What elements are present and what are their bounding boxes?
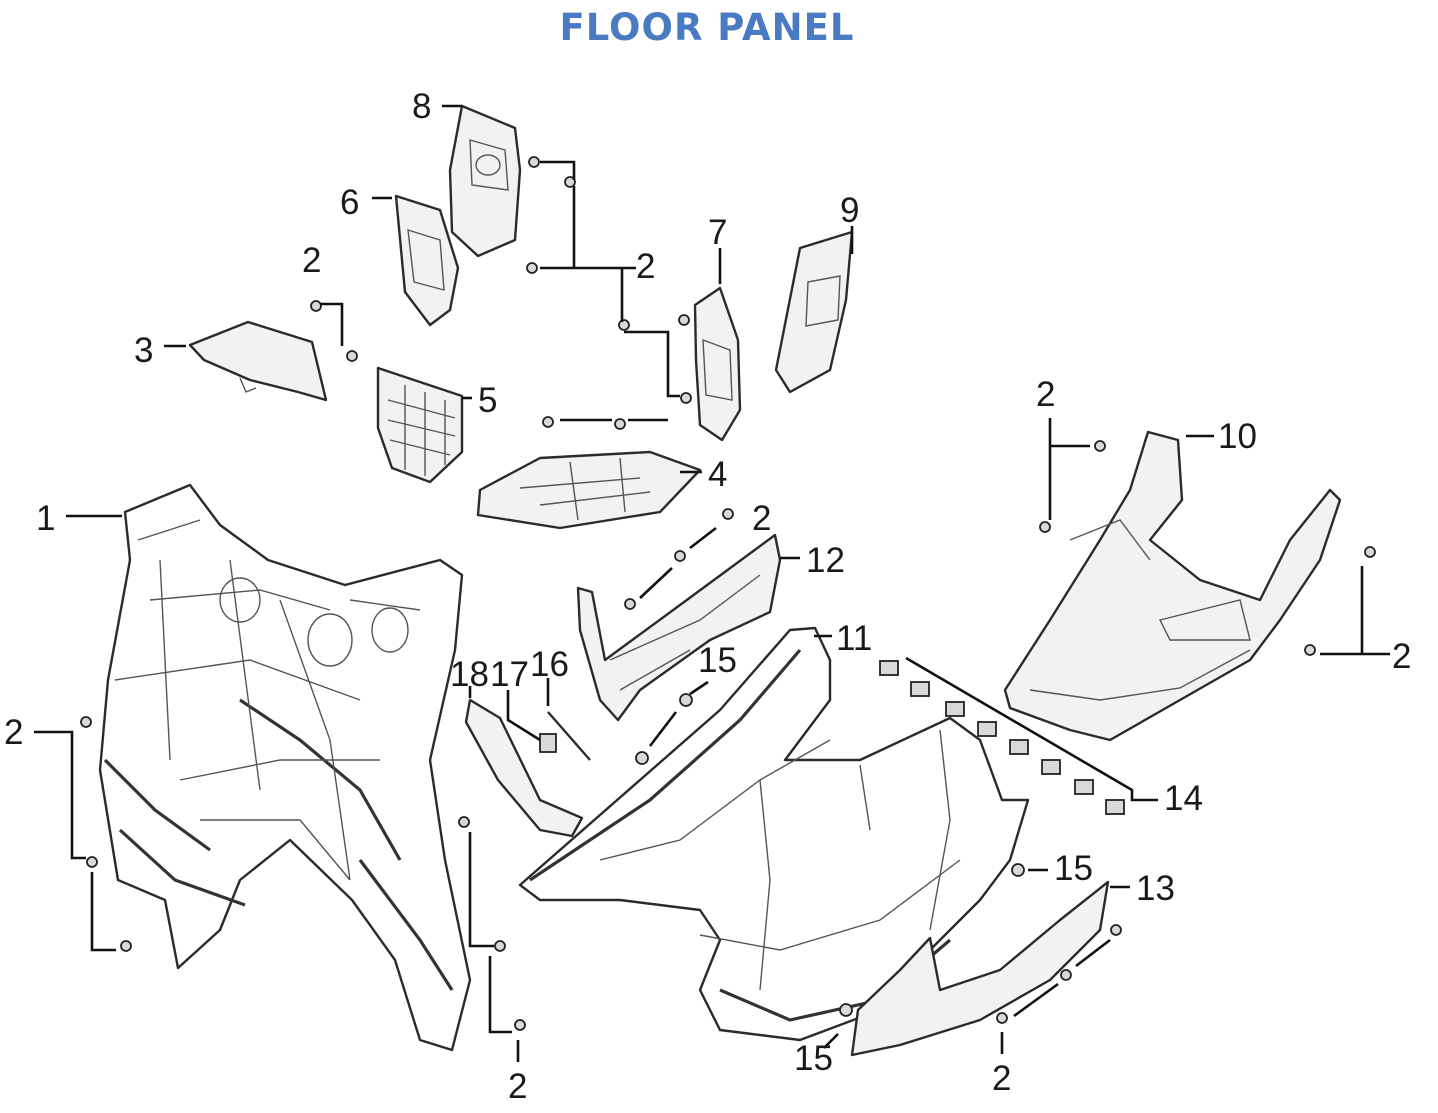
- part-16-rod: [547, 711, 591, 761]
- part-10-rear-cover: [1003, 430, 1342, 742]
- callout-13: 13: [1136, 869, 1175, 908]
- part-12-floor-side: [576, 533, 782, 722]
- callout-7: 7: [708, 213, 727, 252]
- leader-lines: [34, 104, 1390, 1062]
- part-7-side-panel: [693, 286, 742, 442]
- part-11-floorboard: [518, 626, 1030, 1042]
- callout-9: 9: [840, 191, 859, 230]
- callout-2-bottom-center: 2: [508, 1067, 527, 1106]
- callout-12: 12: [806, 541, 845, 580]
- part-18-stay: [464, 698, 584, 838]
- part-13-side-skirt: [850, 880, 1110, 1057]
- screws-part-2: [80, 156, 1376, 1031]
- callout-15-top: 15: [698, 641, 737, 680]
- part-14-clip-nuts: [879, 660, 1125, 815]
- callout-15-right: 15: [1054, 849, 1093, 888]
- part-6-bracket: [394, 194, 460, 327]
- callout-2-bottom-right: 2: [992, 1059, 1011, 1098]
- part-17-clip: [539, 733, 557, 753]
- callout-2-far-right: 2: [1392, 637, 1411, 676]
- callout-4: 4: [708, 455, 727, 494]
- callout-3: 3: [134, 331, 153, 370]
- part-1-front-frame: [98, 483, 472, 1052]
- callout-1: 1: [36, 499, 55, 538]
- callout-17: 17: [490, 655, 529, 694]
- callout-16: 16: [530, 645, 569, 684]
- callout-2-far-left: 2: [4, 713, 23, 752]
- callout-18: 18: [450, 655, 489, 694]
- callout-2-mid: 2: [752, 499, 771, 538]
- part-4-tray: [476, 450, 702, 530]
- callout-11: 11: [836, 619, 872, 658]
- callout-15-bottom: 15: [794, 1039, 833, 1078]
- page-title: FLOOR PANEL: [559, 6, 855, 49]
- callout-5: 5: [478, 381, 497, 420]
- part-9-side-cover: [774, 230, 854, 394]
- callout-6: 6: [340, 183, 359, 222]
- callouts: 8 6 3 5 4 1 7 9 10 12 11 14 13 18 17 16 …: [4, 87, 1411, 1106]
- part-3-cover: [188, 320, 328, 402]
- callout-10: 10: [1218, 417, 1257, 456]
- callout-2-right-top: 2: [1036, 375, 1055, 414]
- part-5-grille: [376, 366, 464, 484]
- callout-14: 14: [1164, 779, 1203, 818]
- part-8-inner-cover: [448, 104, 522, 258]
- callout-8: 8: [412, 87, 431, 126]
- callout-2-top-center: 2: [636, 247, 655, 286]
- callout-2-left-top: 2: [302, 241, 321, 280]
